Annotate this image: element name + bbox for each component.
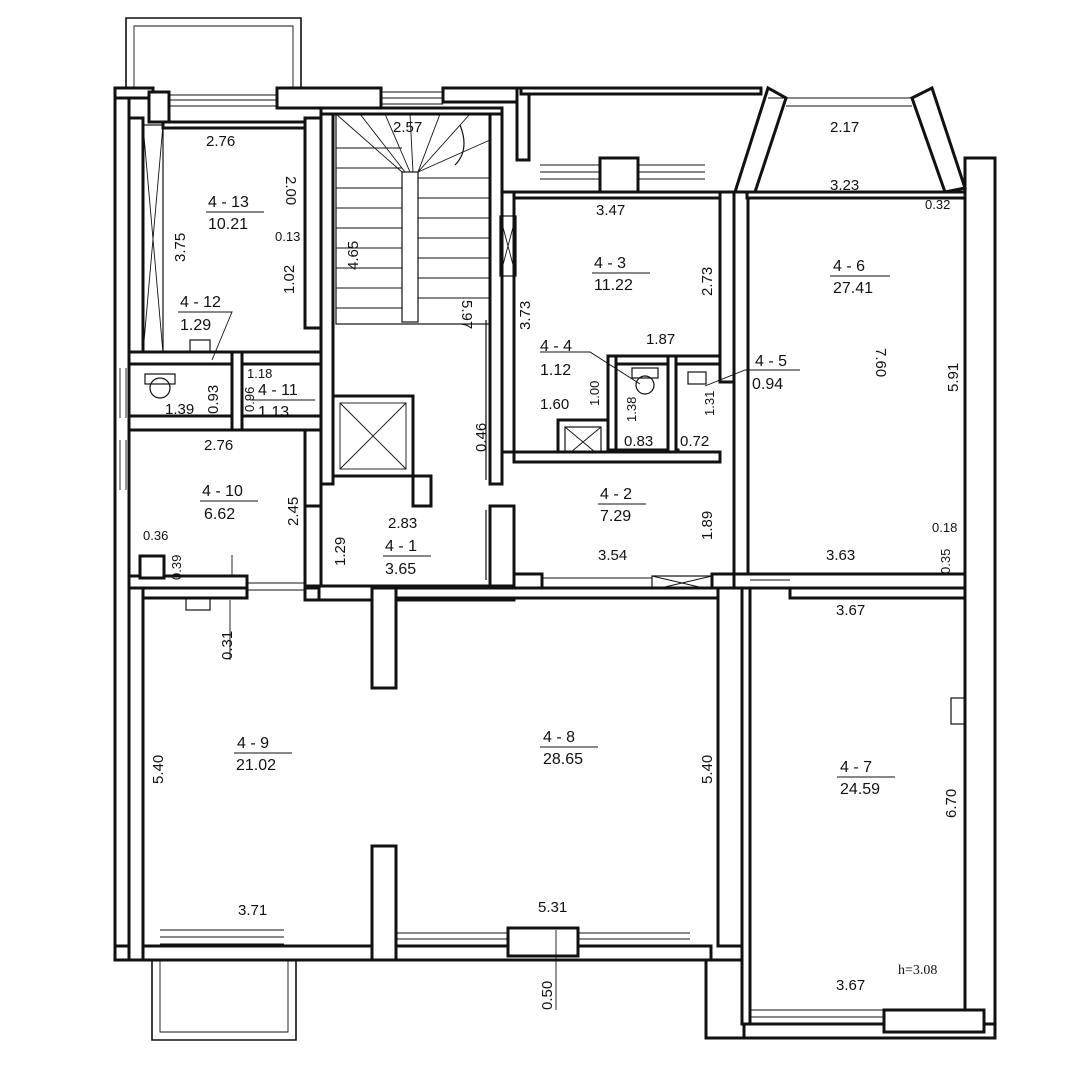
room-area-4-3: 11.22 (594, 277, 633, 294)
room-4-3 (499, 190, 736, 454)
windows (119, 90, 884, 1018)
room-label-4-7: 4 - 7 (840, 759, 872, 776)
room-area-4-2: 7.29 (600, 508, 631, 525)
dim-stair-right: 5.97 (458, 300, 475, 329)
dim-r9-bottom: 3.71 (238, 902, 267, 919)
dim-r6-top1: 2.17 (830, 119, 859, 136)
dim-r4-c: 1.38 (624, 397, 639, 422)
rooms-bottom (127, 579, 967, 1026)
room-area-4-10: 6.62 (204, 506, 235, 523)
dim-r10-top: 2.76 (204, 437, 233, 454)
dim-r5-a: 1.31 (702, 391, 717, 416)
room-label-4-3: 4 - 3 (594, 255, 626, 272)
dim-r8-bottom: 5.31 (538, 899, 567, 916)
dim-r13-left: 3.75 (172, 233, 189, 262)
room-label-4-11: 4 - 11 (258, 382, 298, 399)
room-label-4-5: 4 - 5 (755, 353, 787, 370)
dim-r7-top: 3.67 (836, 602, 865, 619)
dim-r6-corner: 0.32 (925, 197, 950, 212)
dim-r10-b: 0.39 (169, 555, 184, 580)
dim-r9-door: 0.31 (219, 631, 236, 660)
room-area-4-4: 1.12 (540, 362, 571, 379)
dim-r10-right: 2.45 (285, 497, 302, 526)
toilet-cluster (512, 354, 722, 464)
room-area-4-8: 28.65 (543, 751, 583, 768)
room-label-4-6: 4 - 6 (833, 258, 865, 275)
leader-lines (178, 311, 800, 1010)
room-area-4-7: 24.59 (840, 781, 880, 798)
room-label-4-12: 4 - 12 (180, 294, 221, 311)
room-area-4-9: 21.02 (236, 757, 276, 774)
room-4-1-4-2 (303, 504, 736, 602)
dim-r3-top: 3.47 (596, 202, 625, 219)
dim-r6-bottom: 3.63 (826, 547, 855, 564)
dim-r2-bottom: 3.54 (598, 547, 627, 564)
dimension-labels: 2.76 2.00 3.75 0.13 1.02 2.57 4.65 5.97 … (143, 119, 962, 1010)
room-area-4-11: 1.13 (258, 404, 289, 421)
room-area-4-1: 3.65 (385, 561, 416, 578)
dim-r8-win: 0.50 (539, 981, 556, 1010)
room-label-4-13: 4 - 13 (208, 194, 249, 211)
room-label-4-4: 4 - 4 (540, 338, 572, 355)
bay-window (732, 85, 967, 194)
dim-r10-a: 0.36 (143, 528, 168, 543)
dim-r12-a: 1.18 (247, 366, 272, 381)
dim-stair-left: 4.65 (345, 241, 362, 270)
dim-r8-right: 5.40 (699, 755, 716, 784)
stair-core (319, 106, 504, 508)
room-area-4-12: 1.29 (180, 317, 211, 334)
dim-r13-low: 1.02 (281, 265, 298, 294)
outer-walls (113, 86, 997, 1040)
dim-r3-right: 2.73 (699, 267, 716, 296)
dim-stair-top: 2.57 (393, 119, 422, 136)
dim-r5-b: 0.72 (680, 433, 709, 450)
ceiling-height: h=3.08 (898, 963, 937, 978)
dim-r1-left: 1.29 (332, 537, 349, 566)
room-label-4-2: 4 - 2 (600, 486, 632, 503)
dim-r4-a: 1.60 (540, 396, 569, 413)
room-label-4-1: 4 - 1 (385, 538, 417, 555)
dim-r12-b: 1.39 (165, 401, 194, 418)
balconies (125, 17, 302, 1041)
dim-r13-right: 2.00 (282, 176, 299, 205)
room-label-4-8: 4 - 8 (543, 729, 575, 746)
dim-r3-left: 3.73 (517, 301, 534, 330)
dim-r7-bottom: 3.67 (836, 977, 865, 994)
dim-r4-b: 1.00 (587, 381, 602, 406)
dim-r6-right: 5.91 (945, 363, 962, 392)
dim-r6-top2: 3.23 (830, 177, 859, 194)
room-4-6 (732, 190, 967, 590)
dim-r9-left: 5.40 (150, 755, 167, 784)
dim-r6-c1: 0.18 (932, 520, 957, 535)
dim-r7-right: 6.70 (943, 789, 960, 818)
dim-r6-c2: 0.35 (938, 549, 953, 574)
room-label-4-10: 4 - 10 (202, 483, 243, 500)
dim-r6-mid: 7.60 (872, 348, 889, 377)
dim-r3-low: 1.87 (646, 331, 675, 348)
dim-r12-c: 0.93 (205, 385, 222, 414)
dim-r13-mid: 0.13 (275, 229, 300, 244)
room-area-4-13: 10.21 (208, 216, 248, 233)
dim-r11-a: 0.96 (242, 387, 257, 412)
room-4-12-4-11 (127, 339, 323, 432)
room-labels: 4 - 13 10.21 4 - 12 1.29 4 - 11 1.13 4 -… (180, 194, 895, 798)
room-label-4-9: 4 - 9 (237, 735, 269, 752)
dim-r4-d: 0.83 (624, 433, 653, 450)
room-area-4-5: 0.94 (752, 376, 783, 393)
room-area-4-6: 27.41 (833, 280, 873, 297)
dim-r13-top: 2.76 (206, 133, 235, 150)
dim-stair-low: 0.46 (473, 423, 490, 452)
dim-r2-right: 1.89 (699, 511, 716, 540)
dim-r1-top: 2.83 (388, 515, 417, 532)
